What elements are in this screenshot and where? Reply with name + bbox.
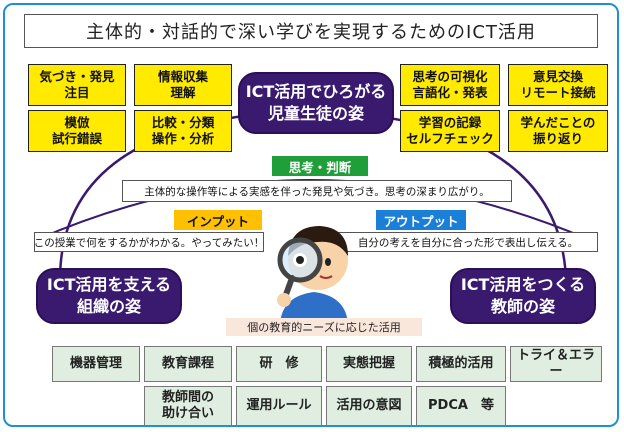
box-visualization: 思考の可視化 言語化・発表 xyxy=(400,64,500,106)
box-awareness: 気づき・発見 注目 xyxy=(28,64,126,106)
box-record: 学習の記録 セルフチェック xyxy=(400,110,500,152)
box-active-use: 積極的活用 xyxy=(416,346,506,382)
teacher-heading: ICT活用をつくる 教師の姿 xyxy=(450,268,596,324)
magnifying-glass-person-icon xyxy=(277,226,348,324)
needs-bar: 個の教育的ニーズに応じた活用 xyxy=(226,318,422,336)
input-label: インプット xyxy=(174,210,262,230)
box-operation-rules: 運用ルール xyxy=(236,386,322,426)
input-text: この授業で何をするかがわかる。やってみたい！ xyxy=(34,232,264,252)
box-exchange: 意見交換 リモート接続 xyxy=(508,64,608,106)
box-device-management: 機器管理 xyxy=(52,346,140,382)
organization-heading: ICT活用を支える 組織の姿 xyxy=(36,268,182,324)
box-intent: 活用の意図 xyxy=(326,386,412,426)
thinking-text: 主体的な操作等による実感を伴った発見や気づき。思考の深まり広がり。 xyxy=(122,180,512,202)
output-text: 自分の考えを自分に合った形で表出し伝える。 xyxy=(338,232,598,252)
thinking-label: 思考・判断 xyxy=(272,156,368,176)
page-title: 主体的・対話的で深い学びを実現するためのICT活用 xyxy=(24,14,598,48)
box-imitation: 模倣 試行錯誤 xyxy=(28,110,126,152)
box-assessment: 実態把握 xyxy=(326,346,412,382)
box-training: 研 修 xyxy=(236,346,322,382)
box-curriculum: 教育課程 xyxy=(144,346,232,382)
center-heading: ICT活用でひろがる 児童生徒の姿 xyxy=(238,72,394,134)
box-reflection: 学んだことの 振り返り xyxy=(508,110,608,152)
box-information: 情報収集 理解 xyxy=(134,64,232,106)
box-pdca: PDCA 等 xyxy=(416,386,506,426)
box-comparison: 比較・分類 操作・分析 xyxy=(134,110,232,152)
box-trial-error: トライ＆エラー xyxy=(510,346,602,382)
box-mutual-support: 教師間の 助け合い xyxy=(144,386,232,426)
output-label: アウトプット xyxy=(376,210,466,230)
